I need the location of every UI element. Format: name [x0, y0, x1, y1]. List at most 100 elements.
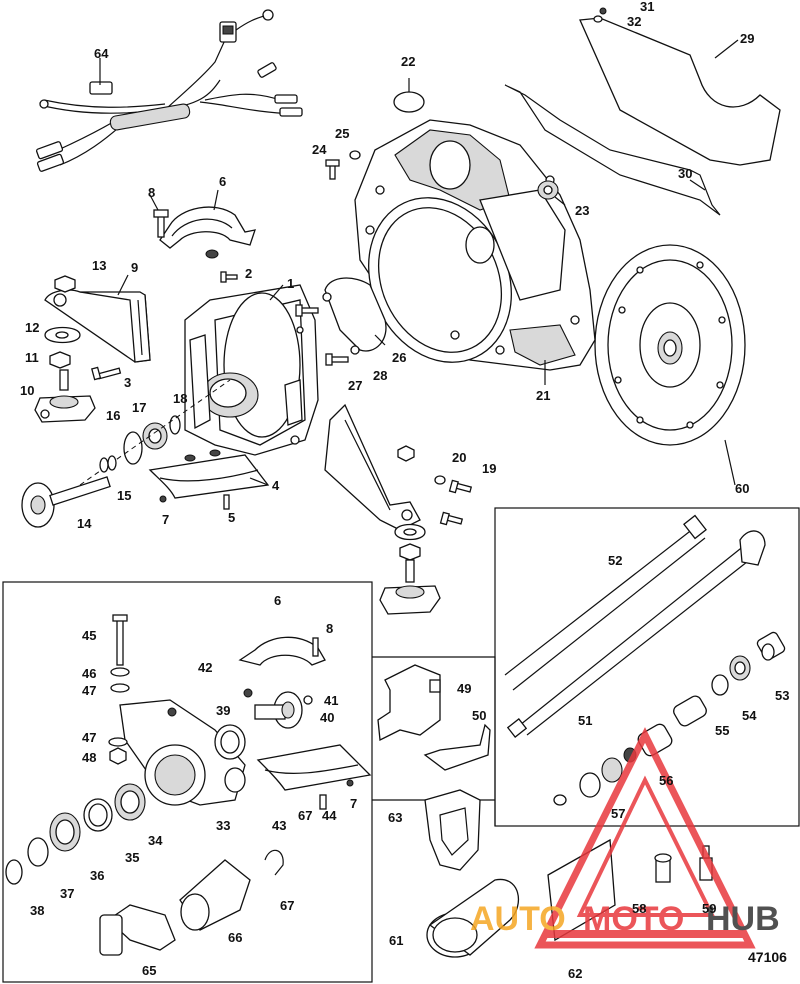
- callout-40: 40: [320, 710, 334, 725]
- callout-55: 55: [715, 723, 729, 738]
- screw-5: [223, 494, 230, 510]
- nut-13: [54, 275, 76, 293]
- callout-24: 24: [312, 142, 327, 157]
- washer-47a: [110, 683, 130, 693]
- callout-29: 29: [740, 31, 754, 46]
- inset-box-brackets: [372, 656, 496, 826]
- callout-6: 6: [219, 174, 226, 189]
- engine-mount-10: [34, 369, 96, 423]
- callout-63: 63: [388, 810, 402, 825]
- washer-12: [44, 326, 81, 344]
- callout-38: 38: [30, 903, 44, 918]
- callout-32: 32: [627, 14, 641, 29]
- bolt-24: [325, 159, 340, 180]
- watermark-text-2: MOTO: [583, 900, 684, 938]
- gasket-30: [504, 84, 721, 216]
- callout-57: 57: [611, 806, 625, 821]
- snap-ring-38: [5, 859, 23, 885]
- callout-2: 2: [245, 266, 252, 281]
- callout-61: 61: [389, 933, 403, 948]
- hose-51: [506, 530, 766, 738]
- callout-30: 30: [678, 166, 692, 181]
- drive-shaft-14: [21, 476, 111, 528]
- bracket-49: [377, 664, 441, 742]
- callout-67: 67: [280, 898, 294, 913]
- callout-7: 7: [162, 512, 169, 527]
- washer-32: [593, 15, 603, 23]
- bearing-housing-1: [184, 284, 319, 456]
- engine-mount-bracket-right: [324, 403, 421, 531]
- watermark-text-1: AUTO: [470, 900, 566, 938]
- bolt-3: [91, 366, 122, 381]
- callout-46: 46: [82, 666, 96, 681]
- screw-31: [599, 7, 607, 15]
- callout-16: 16: [106, 408, 120, 423]
- callout-47: 47: [82, 683, 96, 698]
- callout-36: 36: [90, 868, 104, 883]
- snap-ring-18: [169, 415, 181, 435]
- saddle-clamp-lower: [148, 449, 270, 499]
- callout-18: 18: [173, 391, 187, 406]
- clamp-55: [711, 674, 729, 696]
- callout-65: 65: [142, 963, 156, 978]
- callout-37: 37: [60, 886, 74, 901]
- callout-53: 53: [775, 688, 789, 703]
- bearing-36: [49, 812, 81, 852]
- callout-43: 43: [272, 818, 286, 833]
- hose-52: [504, 514, 707, 691]
- bearing-34: [114, 783, 146, 821]
- bolt-upper: [295, 304, 319, 317]
- washer-20: [434, 475, 446, 485]
- callout-35: 35: [125, 850, 139, 865]
- callout-39: 39: [216, 703, 230, 718]
- flywheel-housing-21: [354, 119, 596, 371]
- callout-5: 5: [228, 510, 235, 525]
- callout-14: 14: [77, 516, 92, 531]
- cover-29: [579, 17, 781, 166]
- washer-25: [349, 150, 361, 160]
- callout-34: 34: [148, 833, 163, 848]
- washer-46: [110, 667, 130, 677]
- callout-41: 41: [324, 693, 338, 708]
- callout-21: 21: [536, 388, 550, 403]
- callout-7: 7: [350, 796, 357, 811]
- hose-56: [637, 695, 707, 757]
- bracket-33: [119, 699, 246, 806]
- engine-mount-right: [379, 559, 441, 615]
- callout-45: 45: [82, 628, 96, 643]
- callout-4: 4: [272, 478, 280, 493]
- drive-plate-60: [594, 244, 746, 446]
- saddle-clamp-top: [159, 206, 256, 259]
- callout-48: 48: [82, 750, 96, 765]
- callout-56: 56: [659, 773, 673, 788]
- bolt-27: [325, 353, 349, 366]
- cover-plate-26: [324, 277, 387, 352]
- strap-50: [423, 723, 491, 771]
- callout-6: 6: [274, 593, 281, 608]
- bolt-8: [153, 209, 169, 238]
- bolt-19: [448, 479, 473, 494]
- exhaust-tube-66: [179, 859, 251, 931]
- callout-58: 58: [632, 901, 646, 916]
- callout-52: 52: [608, 553, 622, 568]
- screw-7: [159, 495, 167, 503]
- ring-41: [303, 695, 313, 705]
- callout-42: 42: [198, 660, 212, 675]
- callout-67: 67: [298, 808, 312, 823]
- bolt-45: [112, 614, 128, 666]
- sleeve-61: [426, 878, 519, 958]
- callout-28: 28: [373, 368, 387, 383]
- callout-10: 10: [20, 383, 34, 398]
- engine-mount-bracket-left: [44, 289, 151, 363]
- callout-60: 60: [735, 481, 749, 496]
- callout-59: 59: [702, 901, 716, 916]
- callout-labels: 1234567891011121314151617181920212223242…: [20, 0, 789, 981]
- screw-2: [220, 271, 238, 283]
- callout-9: 9: [131, 260, 138, 275]
- callout-1: 1: [287, 276, 294, 291]
- callout-26: 26: [392, 350, 406, 365]
- washer-right: [394, 523, 426, 541]
- exhaust-elbow-65: [99, 904, 176, 956]
- callout-47: 47: [82, 730, 96, 745]
